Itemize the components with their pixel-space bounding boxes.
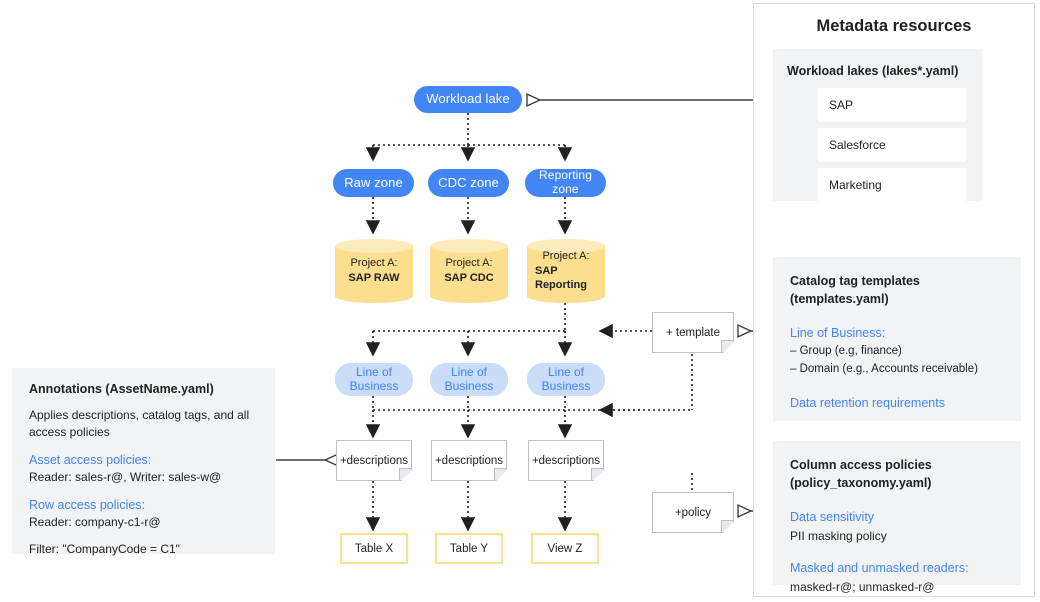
node-project-sap-reporting-label: Project A: SAP Reporting xyxy=(527,239,605,303)
node-cdc-zone-label: CDC zone xyxy=(438,174,499,190)
cylinder-bottom xyxy=(527,289,605,303)
project-name: SAP CDC xyxy=(444,272,494,284)
pii-masking-policy-text: PII masking policy xyxy=(790,529,887,543)
metadata-resources-title: Metadata resources xyxy=(816,17,972,35)
node-table-y[interactable]: Table Y xyxy=(435,533,503,564)
node-workload-lake[interactable]: Workload lake xyxy=(414,86,522,113)
project-prefix: Project A: xyxy=(350,257,398,270)
data-sensitivity-heading: Data sensitivity xyxy=(790,510,875,525)
row-access-policies-value: Reader: company-c1-r@ xyxy=(29,515,161,530)
lake-item-salesforce-label: Salesforce xyxy=(829,138,886,152)
node-line-of-business-3-label: Line of Business xyxy=(541,364,591,393)
node-line-of-business-3[interactable]: Line of Business xyxy=(527,363,605,396)
node-line-of-business-1-label: Line of Business xyxy=(349,364,399,393)
folded-corner-icon xyxy=(721,340,733,352)
line-of-business-heading: Line of Business: xyxy=(790,326,886,341)
node-table-y-label: Table Y xyxy=(449,542,489,555)
lake-item-marketing[interactable]: Marketing xyxy=(818,168,966,202)
line-of-business-bullet-group: – Group (e.g, finance) xyxy=(790,345,902,357)
node-project-sap-cdc[interactable]: Project A: SAP CDC xyxy=(430,239,508,303)
node-reporting-zone-label: Reporting zone xyxy=(539,168,592,196)
node-reporting-zone[interactable]: Reporting zone xyxy=(525,168,606,197)
node-descriptions-3-label: +descriptions xyxy=(531,454,601,467)
project-name: SAP Reporting xyxy=(535,264,587,292)
lake-item-sap[interactable]: SAP xyxy=(818,88,966,122)
folded-corner-icon xyxy=(494,468,506,480)
column-access-policies-title-line1: Column access policies xyxy=(790,458,932,472)
cylinder-body xyxy=(335,246,413,296)
lake-item-marketing-label: Marketing xyxy=(829,178,882,192)
folded-corner-icon xyxy=(399,468,411,480)
folded-corner-icon xyxy=(591,468,603,480)
annotations-filter: Filter: "CompanyCode = C1" xyxy=(29,541,180,556)
node-descriptions-1-label: +descriptions xyxy=(339,454,409,467)
masked-unmasked-readers-value: masked-r@; unmasked-r@ xyxy=(790,579,935,594)
node-template[interactable]: + template xyxy=(652,312,734,353)
node-policy[interactable]: +policy xyxy=(652,492,734,533)
node-descriptions-1[interactable]: +descriptions xyxy=(336,440,412,481)
node-project-sap-reporting[interactable]: Project A: SAP Reporting xyxy=(527,239,605,303)
node-view-z-label: View Z xyxy=(547,542,583,555)
node-raw-zone[interactable]: Raw zone xyxy=(333,169,414,197)
node-project-sap-raw[interactable]: Project A: SAP RAW xyxy=(335,239,413,303)
annotations-title: Annotations (AssetName.yaml) xyxy=(29,382,214,396)
cylinder-body xyxy=(430,246,508,296)
lake-item-sap-label: SAP xyxy=(829,98,854,112)
cylinder-top xyxy=(527,239,605,253)
asset-access-policies-heading: Asset access policies: xyxy=(29,453,152,468)
node-workload-lake-label: Workload lake xyxy=(426,91,510,107)
asset-access-policies-value: Reader: sales-r@, Writer: sales-w@ xyxy=(29,470,222,485)
workload-lakes-card: Workload lakes (lakes*.yaml) SAP Salesfo… xyxy=(773,49,982,202)
node-template-label: + template xyxy=(665,326,721,339)
folded-corner-icon xyxy=(721,520,733,532)
workload-lakes-title: Workload lakes (lakes*.yaml) xyxy=(787,64,959,78)
cylinder-bottom xyxy=(335,289,413,303)
column-access-policies-title-line2: (policy_taxonomy.yaml) xyxy=(790,476,932,491)
catalog-tag-templates-title-line2: (templates.yaml) xyxy=(790,292,889,307)
node-descriptions-2-label: +descriptions xyxy=(434,454,504,467)
line-of-business-bullet-domain: – Domain (e.g., Accounts receivable) xyxy=(790,362,978,375)
node-policy-label: +policy xyxy=(674,506,712,519)
catalog-tag-templates-card: Catalog tag templates (templates.yaml) L… xyxy=(773,257,1021,421)
cylinder-top xyxy=(335,239,413,253)
node-cdc-zone[interactable]: CDC zone xyxy=(428,169,509,197)
node-table-x-label: Table X xyxy=(354,542,394,555)
masked-unmasked-readers-heading: Masked and unmasked readers: xyxy=(790,561,969,575)
node-descriptions-2[interactable]: +descriptions xyxy=(431,440,507,481)
project-prefix: Project A: xyxy=(445,257,493,270)
node-line-of-business-2-label: Line of Business xyxy=(444,364,494,393)
node-line-of-business-1[interactable]: Line of Business xyxy=(335,363,413,396)
cylinder-body xyxy=(527,246,605,296)
node-project-sap-cdc-label: Project A: SAP CDC xyxy=(430,239,508,303)
cylinder-top xyxy=(430,239,508,253)
node-descriptions-3[interactable]: +descriptions xyxy=(528,440,604,481)
node-project-sap-raw-label: Project A: SAP RAW xyxy=(335,239,413,303)
node-raw-zone-label: Raw zone xyxy=(344,174,403,190)
metadata-resources-panel: Metadata resources Workload lakes (lakes… xyxy=(753,3,1035,597)
data-retention-requirements: Data retention requirements xyxy=(790,395,945,410)
annotations-card: Annotations (AssetName.yaml) Applies des… xyxy=(12,368,275,556)
project-prefix: Project A: xyxy=(542,249,590,262)
lake-item-salesforce[interactable]: Salesforce xyxy=(818,128,966,162)
column-access-policies-card: Column access policies (policy_taxonomy.… xyxy=(773,441,1021,594)
cylinder-bottom xyxy=(430,289,508,303)
catalog-tag-templates-title-line1: Catalog tag templates xyxy=(790,274,920,288)
node-view-z[interactable]: View Z xyxy=(531,533,599,564)
node-line-of-business-2[interactable]: Line of Business xyxy=(430,363,508,396)
row-access-policies-heading: Row access policies: xyxy=(29,497,146,512)
project-name: SAP RAW xyxy=(348,272,400,284)
node-table-x[interactable]: Table X xyxy=(340,533,408,564)
annotations-body: Applies descriptions, catalog tags, and … xyxy=(29,408,250,440)
